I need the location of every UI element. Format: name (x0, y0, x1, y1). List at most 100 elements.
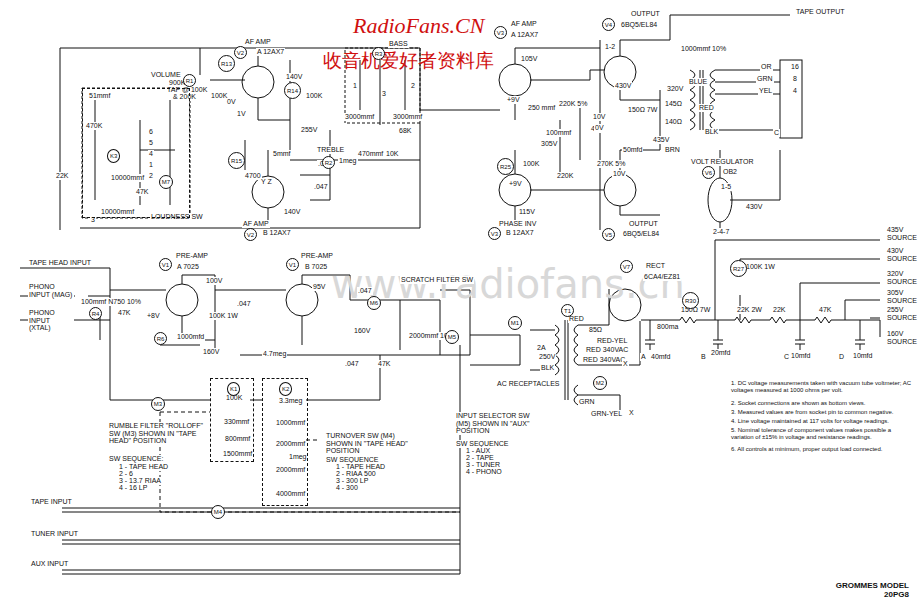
schematic-label: 16 (790, 63, 800, 71)
schematic-label: RED 340VAC (582, 356, 626, 364)
schematic-label: 140V (285, 73, 303, 81)
callout-circle: V4 (602, 18, 615, 31)
schematic-label: GRN (756, 75, 774, 83)
schematic-label: GRN-YEL (590, 410, 623, 418)
callout-number: T1 (564, 308, 571, 314)
callout-number: M2 (596, 380, 604, 386)
schematic-label: 250 mmf (527, 104, 556, 112)
schematic-label: 150Ω 7W (627, 106, 658, 114)
callout-number: V2 (237, 50, 244, 56)
callout-number: R1 (186, 78, 194, 84)
callout-number: R2 (325, 160, 333, 166)
schematic-label: 85Ω (588, 326, 603, 334)
schematic-label: LOUDNESS SW (150, 213, 204, 221)
schematic-label: 430V SOURCE (886, 247, 918, 262)
schematic-label: 22K (55, 172, 69, 180)
schematic-label: 1 (148, 161, 154, 169)
callout-circle: V1 (286, 258, 299, 271)
callout-number: V3 (497, 30, 504, 36)
schematic-label: OUTPUT (630, 10, 661, 18)
schematic-label: 800ma (656, 323, 679, 331)
callout-number: V1 (162, 262, 169, 268)
schematic-label: 4.7meg (262, 350, 287, 358)
schematic-label: TURNOVER SW (M4) SHOWN IN "TAPE HEAD" PO… (325, 432, 409, 455)
schematic-label: 51mmf (88, 92, 111, 100)
schematic-label: 430V (614, 82, 632, 90)
schematic-label: A 12AX7 (256, 48, 285, 56)
schematic-label: RED-YEL (596, 337, 628, 345)
callout-circle: V7 (620, 260, 633, 273)
schematic-label: 3000mmf (392, 113, 423, 121)
schematic-label: 1 (352, 82, 358, 90)
callout-number: V5 (605, 232, 612, 238)
schematic-label: A 7025 (176, 263, 200, 271)
schematic-label: 435V (652, 136, 670, 144)
callout-circle: M7 (159, 175, 173, 189)
callout-number: M3 (154, 401, 162, 407)
callout-circle: R1 (183, 74, 196, 87)
schematic-label: 4 - PHONO (465, 468, 503, 476)
callout-number: K1 (227, 382, 240, 396)
schematic-label: BLK (540, 364, 555, 372)
schematic-label: 10mfd (790, 352, 811, 360)
schematic-label: A 12AX7 (510, 31, 539, 39)
schematic-label: X (628, 409, 635, 417)
schematic-label: 4000mmf (275, 490, 306, 498)
schematic-label: 10000mmf (110, 174, 145, 182)
schematic-label: PHASE INV (498, 220, 537, 228)
schematic-label: 3 (381, 90, 387, 98)
schematic-label: 1000mfd (176, 333, 205, 341)
callout-number: R15 (231, 158, 242, 164)
schematic-label: 100K (522, 160, 540, 168)
callout-circle: R4 (89, 307, 102, 320)
schematic-label: 100mmf (545, 129, 572, 137)
callout-circle: M2 (593, 376, 607, 390)
callout-number: V1 (289, 262, 296, 268)
schematic-label: 105V (520, 55, 538, 63)
schematic-label: 2000mmf (275, 440, 306, 448)
schematic-label: +9V (506, 96, 521, 104)
callout-number: R25 (500, 164, 511, 170)
schematic-label: .047 (357, 287, 373, 295)
schematic-label: 140Ω (664, 118, 683, 126)
callout-number: R14 (287, 88, 298, 94)
schematic-label: 470K (85, 122, 103, 130)
callout-number: R3 (375, 51, 383, 57)
schematic-label: +8V (146, 312, 161, 320)
schematic-label: 6BQ5/EL84 (622, 230, 660, 238)
schematic-label: PHONO INPUT (MAG) (28, 283, 74, 298)
schematic-label: 5mmf (272, 150, 292, 158)
schematic-label: OB2 (722, 168, 738, 176)
schematic-label: 140V (283, 208, 301, 216)
schematic-label: 20mfd (710, 349, 731, 357)
schematic-label: 40mfd (650, 353, 671, 361)
schematic-label: 10mfd (852, 352, 873, 360)
callout-circle: R15 (228, 152, 245, 169)
schematic-label: 4700 (244, 172, 262, 180)
schematic-label: 1-2 (604, 43, 616, 51)
schematic-label: 1000mmf (275, 419, 306, 427)
schematic-label: 2A (536, 344, 547, 352)
schematic-label: 3000mmf (344, 113, 375, 121)
schematic-label: 68K (398, 127, 412, 135)
dashed-switch-box: K3 (82, 88, 190, 218)
schematic-label: 330mmf (223, 418, 250, 426)
schematic-label: TAPE INPUT (30, 498, 73, 506)
schematic-label: 47K (117, 309, 131, 317)
schematic-label: 2 (410, 82, 416, 90)
schematic-label: BLK (704, 128, 719, 136)
schematic-label: INPUT SELECTOR SW (M5) SHOWN IN "AUX" PO… (455, 412, 539, 435)
callout-number: M4 (214, 509, 222, 515)
schematic-label: 47K (818, 306, 832, 314)
dashed-switch-box: K1 (210, 378, 254, 462)
schematic-label: 4. Line voltage maintained at 117 volts … (730, 418, 890, 425)
schematic-label: 115V (518, 208, 536, 216)
schematic-label: 220K (556, 172, 574, 180)
schematic-label: .047 (344, 360, 360, 368)
callout-circle: R3 (372, 47, 385, 60)
schematic-label: 100V (205, 277, 223, 285)
callout-number: R30 (685, 298, 696, 304)
schematic-label: 50mfd (622, 146, 643, 154)
schematic-label: GRN (578, 398, 596, 406)
schematic-label: 160V SOURCE (886, 330, 918, 345)
